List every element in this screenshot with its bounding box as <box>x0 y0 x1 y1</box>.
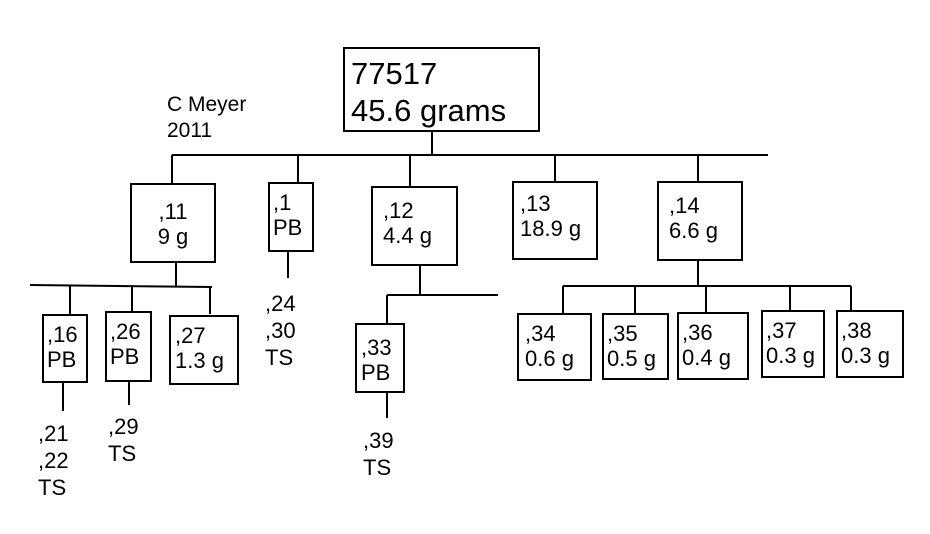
leaves-under-33: ,39 TS <box>363 427 394 481</box>
leaf-label: TS <box>38 475 67 500</box>
leaf-label: ,22 <box>38 448 69 473</box>
node-id: ,37 <box>766 318 797 343</box>
node-value: 0.3 g <box>841 343 890 368</box>
leaves-under-16: ,21 ,22 TS <box>38 420 69 501</box>
node-id: ,27 <box>175 323 206 348</box>
node-value: PB <box>110 344 140 369</box>
node-value: 6.6 g <box>669 218 718 243</box>
node-value: 0.4 g <box>682 345 731 370</box>
leaves-under-26: ,29 TS <box>108 413 139 467</box>
node-1: ,1 PB <box>268 182 314 252</box>
node-value: 4.4 g <box>383 223 432 248</box>
node-12: ,12 4.4 g <box>371 186 458 266</box>
leaf-label: ,30 <box>265 318 296 343</box>
node-34: ,34 0.6 g <box>517 313 592 381</box>
node-36: ,36 0.4 g <box>677 312 749 380</box>
node-13: ,13 18.9 g <box>512 181 598 260</box>
node-id: ,38 <box>841 318 872 343</box>
author-label: C Meyer 2011 <box>167 92 246 144</box>
leaf-label: ,21 <box>38 421 69 446</box>
leaf-label: ,29 <box>108 414 139 439</box>
leaf-label: TS <box>265 345 294 370</box>
node-value: PB <box>361 360 391 385</box>
node-id: ,1 <box>273 190 292 215</box>
root-node: 77517 45.6 grams <box>343 47 540 132</box>
node-value: 0.6 g <box>525 346 574 371</box>
node-id: ,34 <box>525 321 556 346</box>
node-33: ,33 PB <box>355 323 405 393</box>
node-id: ,14 <box>669 193 700 218</box>
node-16: ,16 PB <box>42 314 88 383</box>
node-value: 18.9 g <box>520 216 582 241</box>
node-14: ,14 6.6 g <box>657 181 743 261</box>
author-name: C Meyer <box>167 93 247 116</box>
node-id: ,33 <box>361 335 392 360</box>
node-38: ,38 0.3 g <box>836 310 904 378</box>
node-11: ,11 9 g <box>130 183 216 263</box>
node-26: ,26 PB <box>105 311 152 382</box>
leaf-label: TS <box>363 455 392 480</box>
node-id: ,36 <box>682 320 713 345</box>
node-id: ,35 <box>607 321 638 346</box>
node-id: ,16 <box>47 322 78 347</box>
node-id: ,26 <box>110 319 141 344</box>
node-id: ,12 <box>383 198 414 223</box>
leaf-label: ,39 <box>363 428 394 453</box>
node-37: ,37 0.3 g <box>761 310 825 378</box>
leaf-label: TS <box>108 441 137 466</box>
node-35: ,35 0.5 g <box>602 313 669 380</box>
node-value: 0.3 g <box>766 343 815 368</box>
node-27: ,27 1.3 g <box>169 315 239 385</box>
leaves-under-1: ,24 ,30 TS <box>265 290 296 371</box>
node-id: ,11 <box>158 199 188 224</box>
node-id: ,13 <box>520 191 551 216</box>
root-weight: 45.6 grams <box>351 93 507 128</box>
node-value: PB <box>47 347 77 372</box>
node-value: 1.3 g <box>175 348 224 373</box>
node-value: PB <box>273 215 303 240</box>
leaf-label: ,24 <box>265 291 296 316</box>
root-id: 77517 <box>351 56 438 91</box>
node-value: 9 g <box>157 224 189 249</box>
author-year: 2011 <box>167 119 213 142</box>
node-value: 0.5 g <box>607 346 656 371</box>
